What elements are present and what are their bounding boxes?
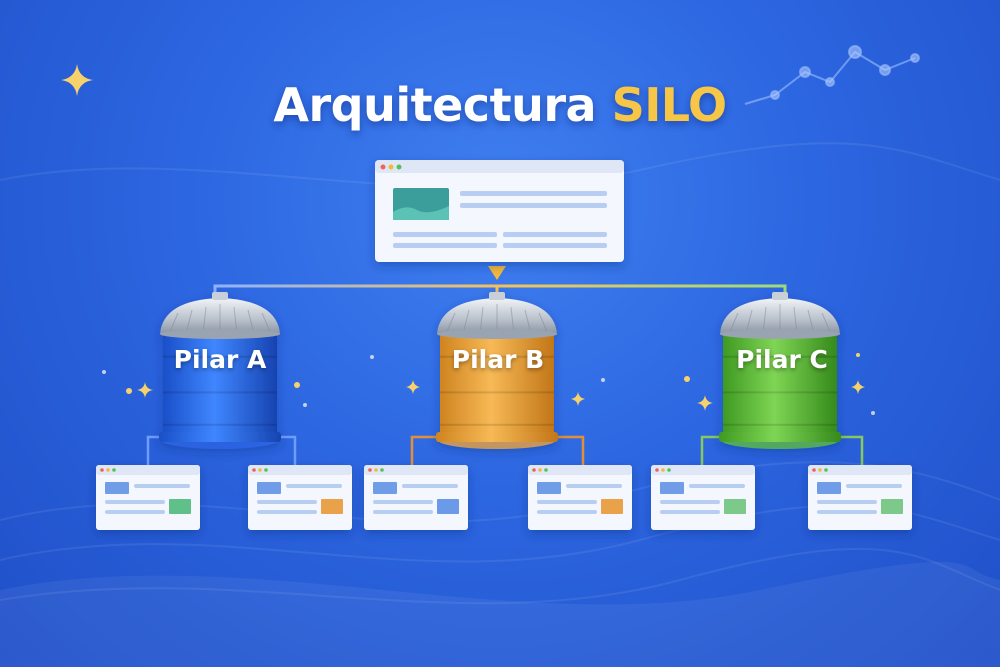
small-sparkles [102, 353, 875, 415]
arrow-down-icon [488, 266, 506, 280]
bottom-wave [0, 561, 1000, 667]
silo-icon [436, 292, 558, 449]
pillar-c-label: Pilar C [736, 345, 828, 374]
page-title: Arquitectura SILO [0, 78, 1000, 132]
web-page-icon [96, 465, 200, 530]
pillar-b-label: Pilar B [451, 345, 545, 374]
web-page-icon [248, 465, 352, 530]
silo-icon [159, 292, 281, 449]
pillar-a-label: Pilar A [173, 345, 267, 374]
web-page-icon [364, 465, 468, 530]
title-main: Arquitectura [273, 78, 597, 132]
web-page-icon [528, 465, 632, 530]
title-highlight: SILO [611, 78, 728, 132]
root-page [375, 160, 624, 262]
sparkle-icon [61, 64, 93, 96]
silo-icon [719, 292, 841, 449]
web-page-icon [651, 465, 755, 530]
trend-line-icon [744, 45, 920, 105]
web-page-icon [808, 465, 912, 530]
